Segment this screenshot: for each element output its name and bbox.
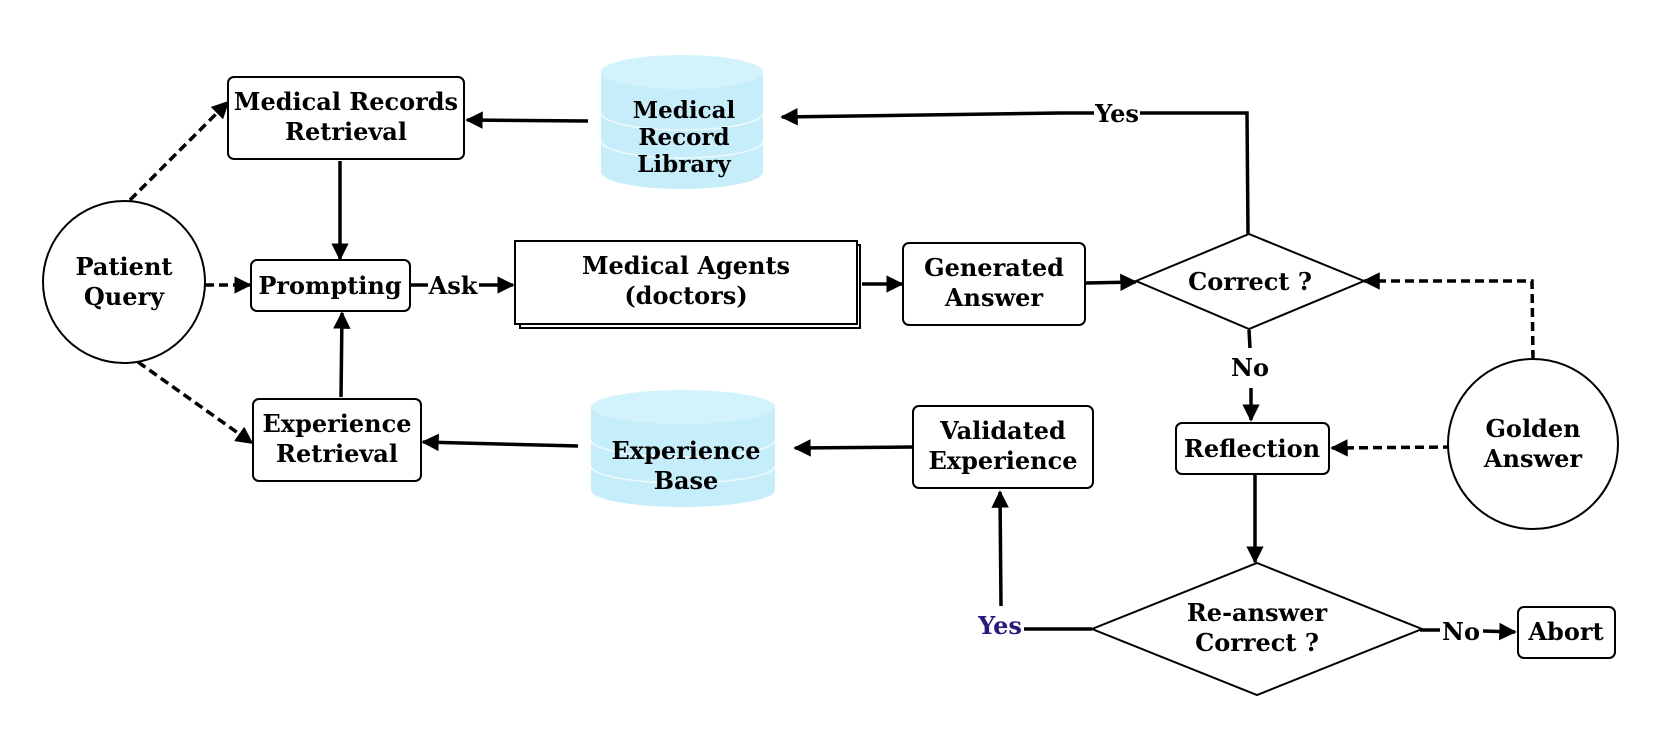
edge-no-to-abort <box>1482 622 1517 641</box>
edge-golden-to-correct <box>1362 272 1535 360</box>
edge-query-to-records-retrieval <box>128 100 230 202</box>
reanswer-correct-line1: Re-answer <box>1187 598 1328 627</box>
golden-answer-node: Golden Answer <box>1447 358 1619 530</box>
validated-experience-line1: Validated <box>939 416 1066 445</box>
correct-decision-diamond: Correct ? <box>1133 232 1367 331</box>
patient-query-node: Patient Query <box>42 200 206 364</box>
medical-agents-line2: (doctors) <box>624 281 747 310</box>
validated-experience-box: Validated Experience <box>912 405 1094 489</box>
yes-edge-label-top: Yes <box>1094 99 1139 128</box>
experience-retrieval-line2: Retrieval <box>276 439 398 468</box>
medical-records-retrieval-line1: Medical Records <box>234 87 458 116</box>
generated-answer-box: Generated Answer <box>902 242 1086 326</box>
no-edge-label-right: No <box>1442 617 1480 646</box>
validated-experience-line2: Experience <box>928 446 1077 475</box>
medical-record-library-database: Medical Record Library <box>600 55 764 189</box>
golden-answer-label-line2: Answer <box>1483 444 1583 473</box>
medical-record-library-line3: Library <box>637 151 731 178</box>
reanswer-correct-line2: Correct ? <box>1195 628 1319 657</box>
generated-answer-line1: Generated <box>924 253 1064 282</box>
edge-experience-retrieval-to-prompting <box>333 311 351 398</box>
medical-record-library-line1: Medical <box>633 97 736 124</box>
abort-box: Abort <box>1517 606 1616 659</box>
edge-query-to-experience-retrieval <box>136 360 254 445</box>
experience-retrieval-line1: Experience <box>262 409 411 438</box>
edge-generated-answer-to-correct <box>1085 273 1138 292</box>
abort-label: Abort <box>1527 617 1603 646</box>
golden-answer-label-line1: Golden <box>1485 414 1580 443</box>
medical-records-retrieval-line2: Retrieval <box>285 117 407 146</box>
generated-answer-line2: Answer <box>944 283 1044 312</box>
reflection-label: Reflection <box>1184 434 1320 463</box>
prompting-label: Prompting <box>258 271 402 300</box>
edge-library-to-records-retrieval <box>465 111 589 129</box>
reflection-box: Reflection <box>1175 422 1330 475</box>
prompting-box: Prompting <box>250 259 411 312</box>
medical-agents-line1: Medical Agents <box>582 251 790 280</box>
experience-base-line1: Experience <box>611 436 760 465</box>
edge-validated-to-experience-base <box>793 439 914 457</box>
edge-golden-to-reflection <box>1330 439 1453 457</box>
edge-correct-yes-up <box>1140 111 1250 235</box>
no-edge-label-middle: No <box>1231 353 1269 382</box>
medical-agents-box: Medical Agents (doctors) <box>514 240 861 329</box>
edge-yes-to-library <box>780 108 1094 126</box>
experience-retrieval-box: Experience Retrieval <box>252 398 422 482</box>
patient-query-label-line1: Patient <box>76 252 173 281</box>
experience-base-database: Experience Base <box>590 390 776 507</box>
ask-edge-label: Ask <box>428 271 479 300</box>
medical-records-retrieval-box: Medical Records Retrieval <box>227 76 465 160</box>
medical-record-library-line2: Record <box>638 124 729 151</box>
edge-correct-to-no <box>1247 329 1252 349</box>
correct-decision-label: Correct ? <box>1188 267 1312 296</box>
patient-query-label-line2: Query <box>84 282 165 311</box>
reanswer-correct-diamond: Re-answer Correct ? <box>1089 561 1425 697</box>
edge-experience-base-to-retrieval <box>421 433 579 452</box>
edge-yes-to-validated <box>991 490 1009 607</box>
experience-base-line2: Base <box>654 466 719 495</box>
yes-edge-label-bottom: Yes <box>977 611 1022 640</box>
